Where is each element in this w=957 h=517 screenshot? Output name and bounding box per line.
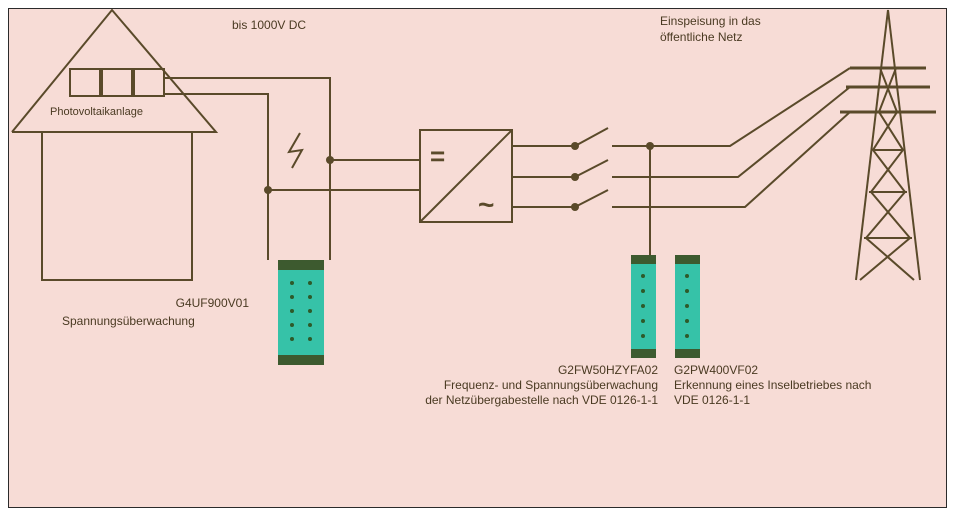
dc-wire-plus [164,77,420,161]
device3-description-line2: VDE 0126-1-1 [674,393,751,407]
device2-description-line1: Frequenz- und Spannungsüberwachung [443,378,658,392]
device2-description-line2: der Netzübergabestelle nach VDE 0126-1-1 [425,393,658,407]
switch-blade [574,189,609,208]
device1-description: Spannungsüberwachung [62,314,195,328]
device1-code: G4UF900V01 [175,296,249,310]
device3-code: G2PW400VF02 [674,363,759,377]
grid-line-2 [612,86,851,178]
device3-description-line1: Erkennung eines Inselbetriebes nach [674,378,872,392]
device2-code: G2FW50HZYFA02 [557,363,658,377]
grid-line-1 [612,67,851,147]
device-g2pw400vf02 [675,255,700,358]
pv-cell [69,68,101,97]
dc-wire-minus [164,93,420,191]
dc-voltage-label: bis 1000V DC [232,18,307,32]
grid-line-3 [612,111,851,208]
house-body [41,131,193,281]
device-g4uf900v01 [278,260,324,365]
pv-label: Photovoltaikanlage [50,106,143,118]
pv-cell [133,68,165,97]
inverter-diagonal [419,129,513,223]
inverter-dc-symbol: = [430,141,445,171]
switch-blade [574,127,609,147]
power-pylon [840,9,936,281]
device-g2fw50hzyfa02 [631,255,656,358]
switch-blade [574,159,609,178]
feed-in-label-line1: Einspeisung in das [660,14,761,28]
inverter-ac-symbol: ~ [478,189,494,220]
lightning-icon [287,132,304,169]
feed-in-label-line2: öffentliche Netz [660,30,743,44]
pv-cell [101,68,133,97]
